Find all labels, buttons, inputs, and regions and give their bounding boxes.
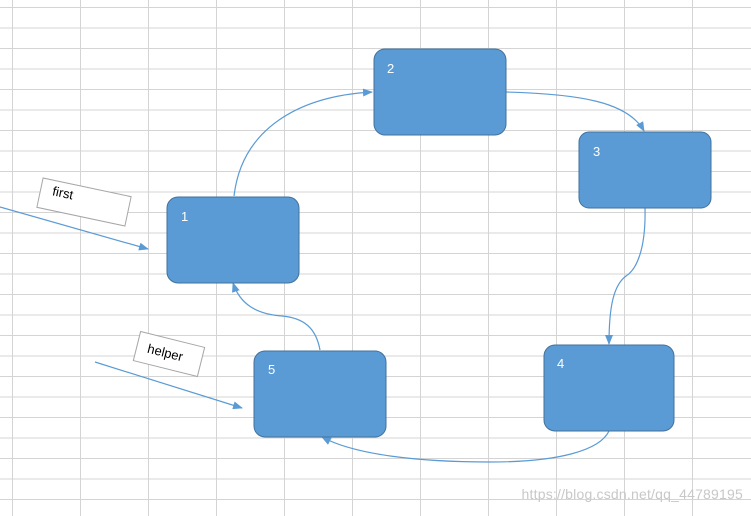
watermark-url: https://blog.csdn.net/qq_44789195 [521, 486, 743, 502]
node-2-label: 2 [387, 61, 394, 76]
node-1[interactable]: 1 [166, 196, 300, 284]
pointer-first-box [36, 177, 132, 227]
node-3-box [578, 131, 712, 209]
node-3[interactable]: 3 [578, 131, 712, 209]
edge-3-to-4 [605, 207, 646, 345]
node-3-label: 3 [593, 144, 600, 159]
node-4-label: 4 [557, 356, 564, 371]
pointer-label-first[interactable]: first [36, 177, 132, 227]
pointer-first-arrow [0, 206, 149, 251]
node-1-label: 1 [181, 209, 188, 224]
node-2-box [373, 48, 507, 136]
pointer-helper-arrow [94, 361, 243, 410]
node-4-box [543, 344, 675, 432]
edge-5-to-1 [232, 282, 321, 351]
node-5[interactable]: 5 [253, 350, 387, 438]
edge-4-to-5 [321, 430, 610, 463]
node-1-box [166, 196, 300, 284]
node-4[interactable]: 4 [543, 344, 675, 432]
pointer-helper-box [132, 330, 206, 378]
node-2[interactable]: 2 [373, 48, 507, 136]
edge-2-to-3 [505, 91, 645, 132]
edge-1-to-2 [233, 88, 373, 197]
node-5-label: 5 [268, 362, 275, 377]
pointer-first-text: first [51, 183, 75, 202]
pointer-label-helper[interactable]: helper [132, 330, 206, 378]
node-5-box [253, 350, 387, 438]
